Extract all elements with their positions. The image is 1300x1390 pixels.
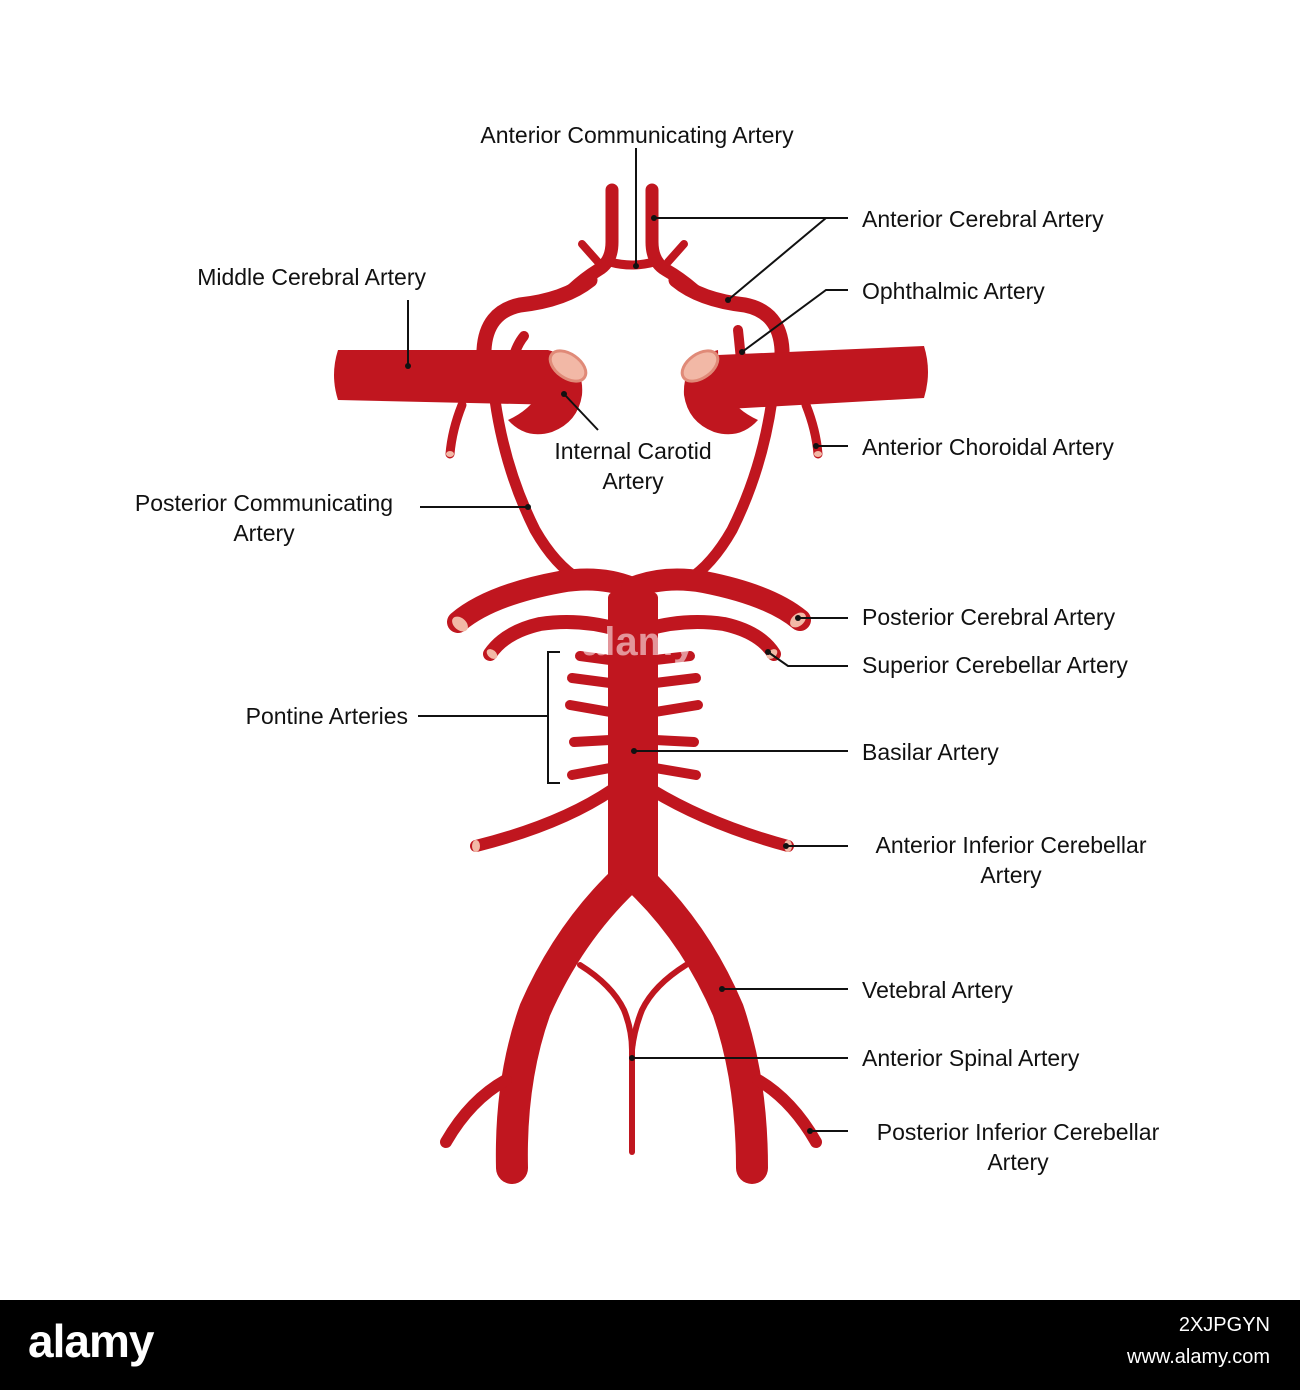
label-anterior-spinal-artery: Anterior Spinal Artery	[862, 1045, 1080, 1071]
posterior-communicating-artery-left	[489, 394, 586, 586]
pontine-artery	[650, 673, 701, 688]
middle-cerebral-artery-left	[334, 350, 562, 405]
anterior-inferior-cerebellar-artery-left	[470, 784, 618, 852]
anterior-spinal-artery-left-root	[577, 962, 635, 1053]
label-anterior-communicating-artery: Anterior Communicating Artery	[480, 122, 794, 148]
label-posterior-communicating-artery: Posterior Communicating Artery	[134, 490, 394, 546]
leader-superior-cerebellar	[767, 651, 848, 667]
acha-lumen-left	[446, 451, 454, 457]
dot	[739, 349, 745, 355]
pca-lumen-left	[452, 616, 468, 632]
label-middle-cerebral-artery: Middle Cerebral Artery	[197, 264, 426, 290]
label-superior-cerebellar-artery: Superior Cerebellar Artery	[862, 652, 1128, 678]
pontine-artery	[650, 651, 695, 665]
posterior-inferior-cerebellar-artery-left	[440, 1074, 512, 1148]
middle-cerebral-artery-right	[708, 346, 928, 410]
dot	[405, 363, 411, 369]
superior-cerebellar-artery-right	[637, 615, 781, 661]
label-basilar-artery: Basilar Artery	[862, 739, 999, 765]
pontine-artery	[567, 763, 615, 780]
anterior-inferior-cerebellar-artery-right	[646, 784, 794, 852]
dot	[765, 649, 771, 655]
posterior-inferior-cerebellar-artery-right	[752, 1074, 822, 1148]
pontine-artery	[567, 673, 615, 688]
vertebral-artery-left	[495, 859, 646, 1184]
anterior-communicating-artery	[605, 257, 659, 270]
pontine-artery	[650, 735, 699, 747]
superior-cerebellar-artery-left	[483, 615, 627, 661]
dot	[629, 1055, 635, 1061]
dot	[783, 843, 789, 849]
dot	[651, 215, 657, 221]
watermark: alamy	[582, 620, 696, 664]
label-anterior-inferior-cerebellar-artery: Anterior Inferior Cerebellar Artery	[875, 832, 1147, 888]
dot	[795, 615, 801, 621]
label-anterior-cerebral-artery: Anterior Cerebral Artery	[862, 206, 1104, 232]
posterior-cerebral-artery-right	[621, 568, 811, 631]
dot	[561, 391, 567, 397]
a1-right	[668, 272, 790, 382]
sca-lumen-left	[486, 649, 498, 659]
vessel-lumens	[446, 349, 822, 852]
posterior-communicating-artery-right	[682, 394, 778, 586]
brand-logo: alamy	[28, 1315, 154, 1367]
pontine-artery	[650, 763, 701, 780]
aica-lumen-left	[472, 840, 480, 852]
dot	[725, 297, 731, 303]
acha-lumen-right	[814, 451, 822, 457]
label-internal-carotid-artery: Internal Carotid Artery	[554, 438, 712, 494]
posterior-cerebral-artery-left	[447, 568, 643, 633]
pontine-artery	[565, 700, 615, 717]
leader-dots	[405, 215, 819, 1134]
leader-anterior-cerebral	[654, 217, 848, 301]
leader-lines	[407, 148, 848, 1132]
pontine-artery	[650, 700, 703, 717]
label-ophthalmic-artery: Ophthalmic Artery	[862, 278, 1045, 304]
dot	[525, 504, 531, 510]
acha-branch-left	[578, 240, 602, 266]
leader-pontine	[418, 651, 560, 784]
label-posterior-cerebral-artery: Posterior Cerebral Artery	[862, 604, 1116, 630]
pontine-artery	[569, 735, 615, 747]
dot	[719, 986, 725, 992]
image-id: 2XJPGYN	[1178, 1314, 1270, 1336]
anterior-choroidal-artery-left	[445, 400, 467, 459]
label-pontine-arteries: Pontine Arteries	[245, 703, 408, 729]
artery-network	[440, 183, 823, 1184]
internal-carotid-lumen-right	[680, 349, 720, 383]
circle-of-willis-diagram	[334, 148, 928, 1184]
leader-ophthalmic	[741, 289, 848, 353]
label-vertebral-artery: Vetebral Artery	[862, 977, 1013, 1003]
pontine-artery	[575, 651, 615, 665]
dot	[631, 748, 637, 754]
label-anterior-choroidal-artery: Anterior Choroidal Artery	[862, 434, 1114, 460]
acha-branch-right	[664, 240, 688, 266]
leader-internal-carotid	[563, 393, 599, 431]
dot	[813, 443, 819, 449]
anterior-choroidal-artery-right	[801, 400, 823, 459]
artery-solids	[334, 346, 928, 882]
dot	[807, 1128, 813, 1134]
anterior-spinal-artery-right-root	[629, 962, 689, 1053]
label-posterior-inferior-cerebellar-artery: Posterior Inferior Cerebellar Artery	[876, 1119, 1160, 1175]
a1-left	[476, 272, 598, 382]
stock-footer-bar: alamy 2XJPGYN www.alamy.com	[0, 1300, 1300, 1390]
site-url: www.alamy.com	[1127, 1346, 1270, 1368]
vertebral-artery-right	[618, 859, 768, 1184]
basilar-artery	[608, 592, 658, 882]
internal-carotid-lumen-left	[548, 349, 588, 383]
dot	[633, 263, 639, 269]
